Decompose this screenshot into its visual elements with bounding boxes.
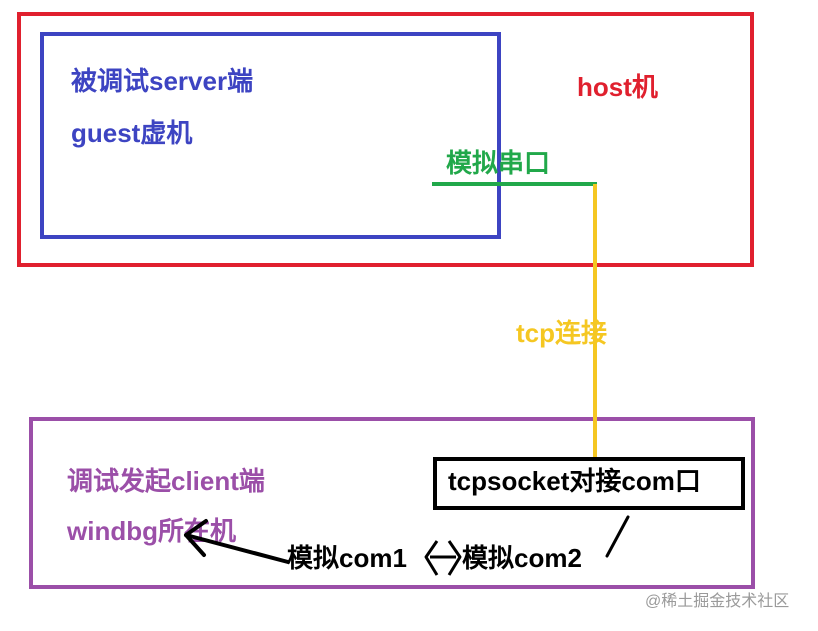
client-machine-box [29,417,755,589]
watermark: @稀土掘金技术社区 [645,593,790,610]
guest-server-label: 被调试server端 [71,66,254,96]
com1-arrow-shaft [184,533,290,564]
guest-vm-box [40,32,501,239]
com1-arrowhead [184,519,208,557]
client-initiator-label: 调试发起client端 [67,466,265,496]
host-machine-label: host机 [577,72,658,102]
tcpsocket-bridge-label: tcpsocket对接com口 [448,466,701,496]
tcp-connection-label: tcp连接 [516,318,608,348]
guest-vm-label: guest虚机 [71,118,193,148]
com1-label: 模拟com1 [287,543,407,573]
serial-port-label: 模拟串口 [446,148,551,178]
host-machine-box [17,12,754,267]
com-link-left-head [424,540,439,576]
com-link-right-head [447,540,462,576]
com2-connector-line [605,515,630,558]
tcpsocket-bridge-box [433,457,745,510]
com2-label: 模拟com2 [462,543,582,573]
